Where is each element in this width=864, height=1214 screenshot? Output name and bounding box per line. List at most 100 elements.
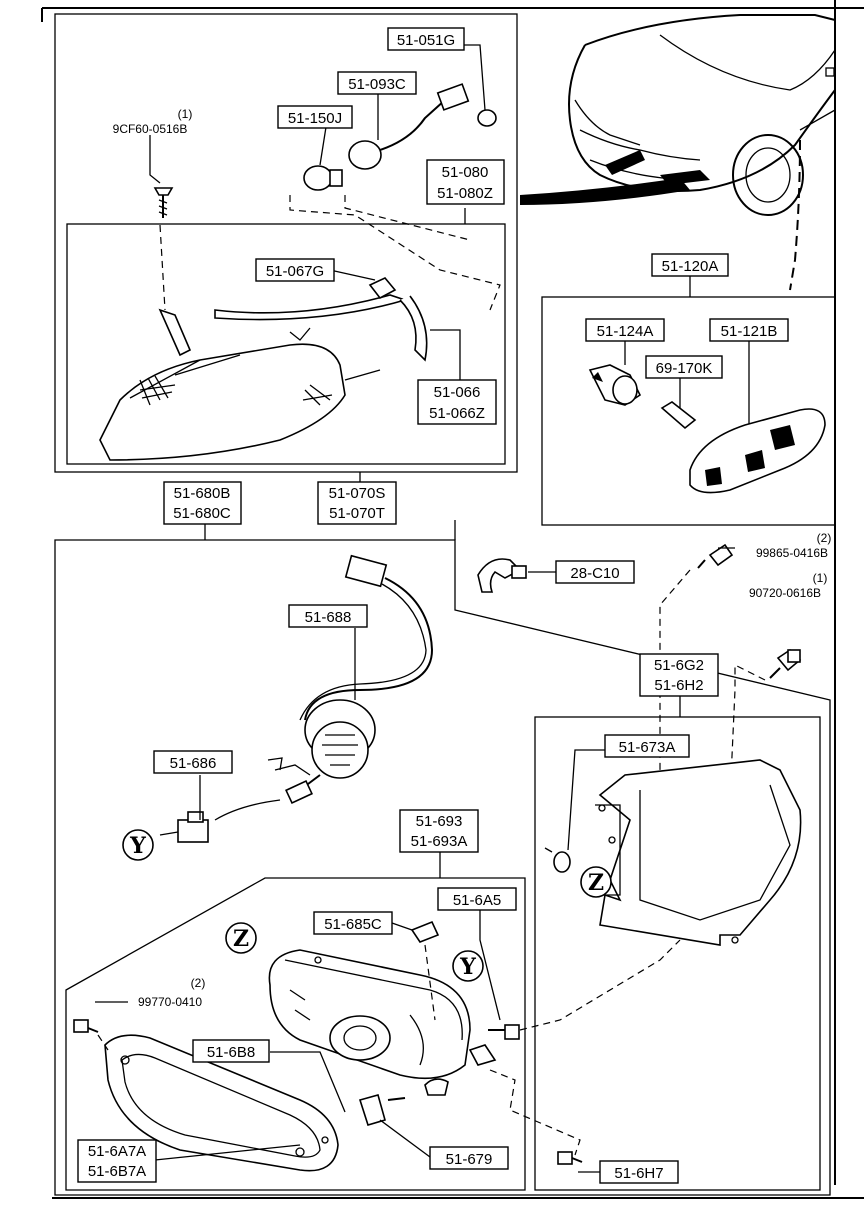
- svg-text:51-6G2: 51-6G2: [654, 657, 704, 674]
- svg-text:(2): (2): [817, 531, 832, 545]
- svg-text:51-679: 51-679: [446, 1151, 493, 1168]
- label-51-6a7a: 51-6A7A 51-6B7A: [77, 1139, 157, 1183]
- callout-y-left: Y: [122, 829, 154, 861]
- label-51-070s: 51-070S 51-070T: [317, 481, 397, 525]
- svg-text:51-680C: 51-680C: [173, 505, 231, 522]
- label-51-067g: 51-067G: [255, 258, 335, 282]
- clip-28c10-icon: [477, 558, 527, 593]
- clip-685c-icon: [410, 920, 440, 943]
- svg-text:Z: Z: [233, 926, 249, 952]
- label-51-6g2: 51-6G2 51-6H2: [639, 653, 719, 697]
- screw-6h7-icon: [557, 1151, 583, 1165]
- svg-text:51-693A: 51-693A: [411, 833, 468, 850]
- fog-lamp-body-icon: [268, 949, 471, 1080]
- fog-lamp-assembly: [54, 520, 831, 1196]
- label-51-121b: 51-121B: [709, 318, 789, 342]
- svg-text:Z: Z: [588, 870, 604, 896]
- svg-text:51-685C: 51-685C: [324, 916, 382, 933]
- side-marker-lens-icon: [689, 408, 826, 494]
- svg-text:51-693: 51-693: [416, 813, 463, 830]
- svg-text:51-6H7: 51-6H7: [614, 1165, 663, 1182]
- label-28-c10: 28-C10: [555, 560, 635, 584]
- nut-673a-icon: [544, 847, 571, 873]
- screw-6a5-icon: [488, 1024, 520, 1040]
- svg-text:51-066: 51-066: [434, 384, 481, 401]
- svg-text:51-6B7A: 51-6B7A: [88, 1163, 146, 1180]
- svg-text:51-120A: 51-120A: [662, 258, 719, 275]
- label-51-693: 51-693 51-693A: [399, 809, 479, 853]
- screw-99770-icon: [73, 1019, 99, 1033]
- screw-99865-icon: [697, 543, 735, 569]
- fog-harness-icon: [177, 554, 434, 843]
- label-51-093c: 51-093C: [337, 71, 417, 95]
- label-51-6h7: 51-6H7: [599, 1160, 679, 1184]
- svg-text:99770-0410: 99770-0410: [138, 995, 202, 1009]
- label-51-6b8: 51-6B8: [192, 1039, 270, 1063]
- screw-9cf60-icon: [153, 187, 174, 218]
- label-51-120a: 51-120A: [651, 253, 729, 277]
- label-screw-90720: (1) 90720-0616B: [749, 571, 827, 600]
- svg-text:51-093C: 51-093C: [348, 76, 406, 93]
- svg-text:51-080: 51-080: [442, 164, 489, 181]
- svg-text:Y: Y: [129, 833, 146, 859]
- label-51-051g: 51-051G: [387, 27, 465, 51]
- label-screw-99770: (2) 99770-0410: [138, 976, 205, 1009]
- svg-text:51-688: 51-688: [305, 609, 352, 626]
- screw-90720-icon: [769, 648, 802, 679]
- svg-text:(2): (2): [191, 976, 206, 990]
- page-frame: [41, 0, 864, 1199]
- svg-text:51-673A: 51-673A: [619, 739, 676, 756]
- turn-lamp-housing-icon: [99, 277, 428, 461]
- svg-text:69-170K: 69-170K: [656, 360, 713, 377]
- label-screw-99865: (2) 99865-0416B: [756, 531, 831, 560]
- callout-z-bracket: Z: [580, 866, 612, 898]
- svg-text:51-680B: 51-680B: [174, 485, 231, 502]
- label-51-685c: 51-685C: [313, 911, 393, 935]
- svg-text:(1): (1): [813, 571, 828, 585]
- svg-text:51-6B8: 51-6B8: [207, 1044, 255, 1061]
- svg-text:51-067G: 51-067G: [266, 263, 324, 280]
- callout-z-lamp: Z: [225, 922, 257, 954]
- label-51-066: 51-066 51-066Z: [417, 379, 497, 425]
- svg-text:90720-0616B: 90720-0616B: [749, 586, 821, 600]
- label-51-679: 51-679: [429, 1146, 509, 1170]
- label-51-686: 51-686: [153, 750, 233, 774]
- svg-text:51-051G: 51-051G: [397, 32, 455, 49]
- car-front-icon: [520, 14, 836, 291]
- svg-text:51-150J: 51-150J: [288, 110, 342, 127]
- svg-text:(1): (1): [178, 107, 193, 121]
- svg-text:51-6H2: 51-6H2: [654, 677, 703, 694]
- svg-text:28-C10: 28-C10: [570, 565, 619, 582]
- top-lamp-assembly: [54, 13, 518, 490]
- svg-text:Y: Y: [459, 954, 476, 980]
- label-51-680b: 51-680B 51-680C: [163, 481, 242, 525]
- fog-bracket-icon: [595, 759, 802, 946]
- svg-text:99865-0416B: 99865-0416B: [756, 546, 828, 560]
- svg-text:51-070T: 51-070T: [329, 505, 385, 522]
- svg-text:51-070S: 51-070S: [329, 485, 386, 502]
- side-marker-assembly: [541, 275, 836, 526]
- wedge-bulb-icon: [660, 401, 697, 430]
- label-51-150j: 51-150J: [277, 105, 353, 129]
- label-51-688: 51-688: [288, 604, 368, 628]
- svg-text:9CF60-0516B: 9CF60-0516B: [113, 122, 188, 136]
- label-51-124a: 51-124A: [585, 318, 665, 342]
- svg-text:51-080Z: 51-080Z: [437, 185, 493, 202]
- label-51-673a: 51-673A: [604, 734, 690, 758]
- bulb-socket-icon: [303, 83, 497, 191]
- callout-y-lamp: Y: [452, 950, 484, 982]
- svg-text:51-6A5: 51-6A5: [453, 892, 501, 909]
- label-51-080: 51-080 51-080Z: [426, 159, 505, 205]
- svg-text:51-066Z: 51-066Z: [429, 405, 485, 422]
- fog-bezel-icon: [104, 1034, 339, 1172]
- marker-socket-icon: [588, 364, 642, 406]
- svg-text:51-6A7A: 51-6A7A: [88, 1143, 146, 1160]
- svg-text:51-124A: 51-124A: [597, 323, 654, 340]
- bracket-679-icon: [358, 1078, 449, 1126]
- svg-text:51-686: 51-686: [170, 755, 217, 772]
- label-69-170k: 69-170K: [645, 355, 723, 379]
- label-51-6a5: 51-6A5: [437, 887, 517, 911]
- label-screw-9cf60: (1) 9CF60-0516B: [113, 107, 193, 136]
- svg-text:51-121B: 51-121B: [721, 323, 778, 340]
